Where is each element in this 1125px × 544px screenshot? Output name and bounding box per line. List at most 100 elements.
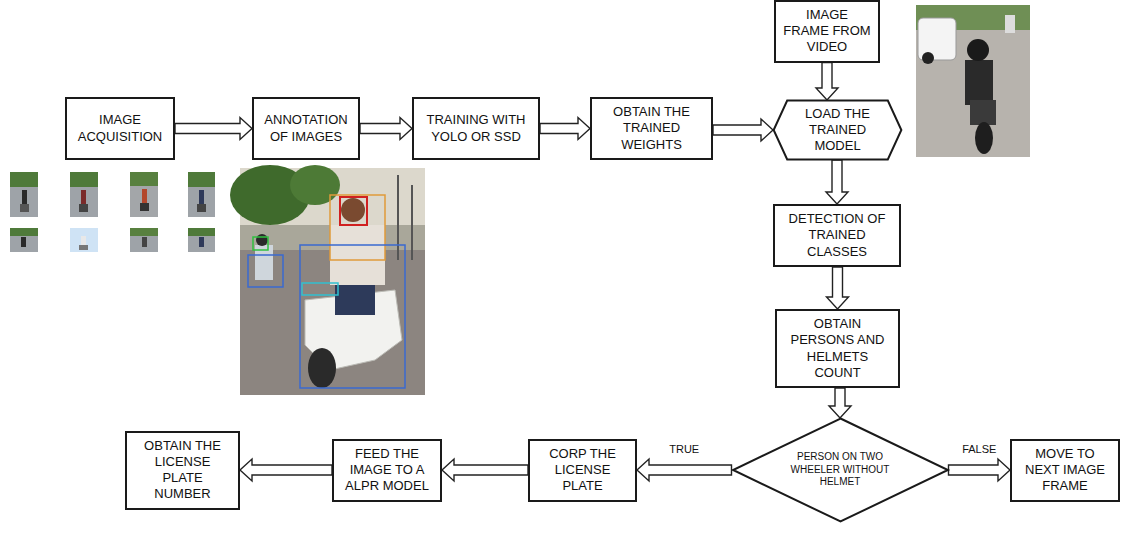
illustration-part	[188, 228, 215, 236]
text-wrap: OBTAIN THE LICENSE PLATE NUMBER	[127, 438, 238, 503]
text-wrap: ANNOTATION OF IMAGES	[254, 112, 358, 145]
illustration-part	[10, 172, 38, 217]
illustration-part	[130, 228, 158, 252]
illustration-part	[10, 228, 38, 252]
video-frame-photo	[916, 5, 1030, 157]
illustration-part	[70, 228, 98, 252]
block-arrow	[175, 118, 252, 140]
illustration-part	[130, 172, 158, 217]
illustration-part	[1005, 15, 1015, 33]
training-thumbnails	[10, 172, 215, 252]
illustration-part	[330, 195, 385, 260]
text-wrap: IMAGE FRAME FROM VIDEO	[776, 7, 878, 56]
block-arrow	[826, 160, 848, 204]
node-text: CORP THE LICENSE PLATE	[536, 446, 629, 495]
illustration-part	[10, 228, 38, 252]
node-text: TRAINING WITH YOLO OR SSD	[420, 112, 532, 145]
process-box: TRAINING WITH YOLO OR SSD	[412, 97, 540, 160]
process-box: OBTAIN PERSONS AND HELMETS COUNT	[775, 309, 900, 388]
illustration-part	[188, 228, 215, 252]
process-box: MOVE TO NEXT IMAGE FRAME	[1010, 439, 1120, 502]
process-box: IMAGE FRAME FROM VIDEO	[774, 0, 880, 63]
annotated-photo	[230, 165, 425, 395]
illustration-part	[188, 172, 215, 217]
process-box: OBTAIN THE TRAINED WEIGHTS	[590, 97, 713, 160]
process-box: IMAGE ACQUISITION	[65, 97, 175, 160]
process-box: OBTAIN THE LICENSE PLATE NUMBER	[125, 431, 240, 510]
illustration-part	[70, 172, 98, 217]
illustration-part	[188, 172, 215, 217]
illustration-part	[975, 122, 993, 154]
illustration-part	[197, 204, 206, 212]
node-text: DETECTION OF TRAINED CLASSES	[781, 211, 893, 260]
illustration-part	[341, 198, 365, 222]
illustration-part	[70, 172, 98, 187]
illustration-part	[130, 172, 158, 186]
illustration-part	[70, 228, 98, 252]
text-wrap: PERSON ON TWO WHEELER WITHOUT HELMET	[784, 451, 896, 489]
illustration-part	[142, 237, 147, 247]
block-arrow	[829, 388, 851, 418]
process-box: CORP THE LICENSE PLATE	[528, 439, 637, 502]
text-wrap: IMAGE ACQUISITION	[67, 112, 173, 145]
illustration-part	[302, 283, 338, 295]
text-wrap: LOAD THE TRAINED MODEL	[773, 106, 902, 155]
illustration-part	[922, 52, 934, 64]
illustration-part	[397, 175, 399, 260]
illustration-part	[188, 228, 215, 252]
block-arrow	[540, 118, 590, 140]
illustration-part	[256, 234, 268, 246]
illustration-part	[300, 245, 405, 388]
node-text: IMAGE FRAME FROM VIDEO	[782, 7, 872, 56]
text-wrap: DETECTION OF TRAINED CLASSES	[775, 211, 899, 260]
illustration-part	[188, 172, 215, 187]
node-text: ANNOTATION OF IMAGES	[260, 112, 352, 145]
illustration-part	[290, 165, 340, 205]
node-text: FEED THE IMAGE TO A ALPR MODEL	[340, 446, 434, 495]
illustration-part	[916, 5, 1030, 157]
text-wrap: TRAINING WITH YOLO OR SSD	[414, 112, 538, 145]
illustration-part	[199, 190, 204, 206]
illustration-part	[142, 189, 147, 205]
illustration-part	[21, 237, 26, 247]
hexagon-box: LOAD THE TRAINED MODEL	[773, 100, 902, 160]
illustration-part	[308, 348, 336, 388]
edge-label: FALSE	[960, 443, 998, 456]
illustration-part	[248, 255, 283, 287]
text-wrap: CORP THE LICENSE PLATE	[530, 446, 635, 495]
illustration-part	[340, 197, 367, 225]
illustration-part	[70, 172, 98, 217]
illustration-part	[10, 228, 38, 236]
process-box: ANNOTATION OF IMAGES	[252, 97, 360, 160]
illustration-part	[411, 185, 413, 260]
node-text: OBTAIN THE TRAINED WEIGHTS	[598, 104, 705, 153]
node-text: OBTAIN PERSONS AND HELMETS COUNT	[783, 316, 892, 381]
process-box: DETECTION OF TRAINED CLASSES	[773, 204, 901, 267]
text-wrap: MOVE TO NEXT IMAGE FRAME	[1012, 446, 1118, 495]
illustration-part	[199, 237, 204, 247]
illustration-part	[970, 100, 996, 125]
illustration-part	[965, 60, 993, 105]
text-wrap: OBTAIN THE TRAINED WEIGHTS	[592, 104, 711, 153]
block-arrow	[360, 118, 412, 140]
text-wrap: OBTAIN PERSONS AND HELMETS COUNT	[777, 316, 898, 381]
block-arrow	[442, 459, 528, 481]
illustration-part	[20, 204, 29, 212]
illustration-part	[130, 172, 158, 217]
node-text: PERSON ON TWO WHEELER WITHOUT HELMET	[784, 451, 896, 489]
node-text: MOVE TO NEXT IMAGE FRAME	[1018, 446, 1112, 495]
text-wrap: FEED THE IMAGE TO A ALPR MODEL	[334, 446, 440, 495]
edge-label: TRUE	[667, 443, 701, 456]
illustration-part	[79, 204, 88, 212]
shape-outline	[774, 101, 902, 160]
process-box: FEED THE IMAGE TO A ALPR MODEL	[332, 439, 442, 502]
illustration-part	[79, 245, 88, 250]
node-text: LOAD THE TRAINED MODEL	[789, 106, 886, 155]
block-arrow	[949, 459, 1011, 481]
illustration-part	[330, 225, 385, 285]
illustration-part	[140, 203, 149, 211]
shape-outline	[733, 419, 948, 522]
node-text: IMAGE ACQUISITION	[73, 112, 167, 145]
illustration-part	[130, 228, 158, 252]
